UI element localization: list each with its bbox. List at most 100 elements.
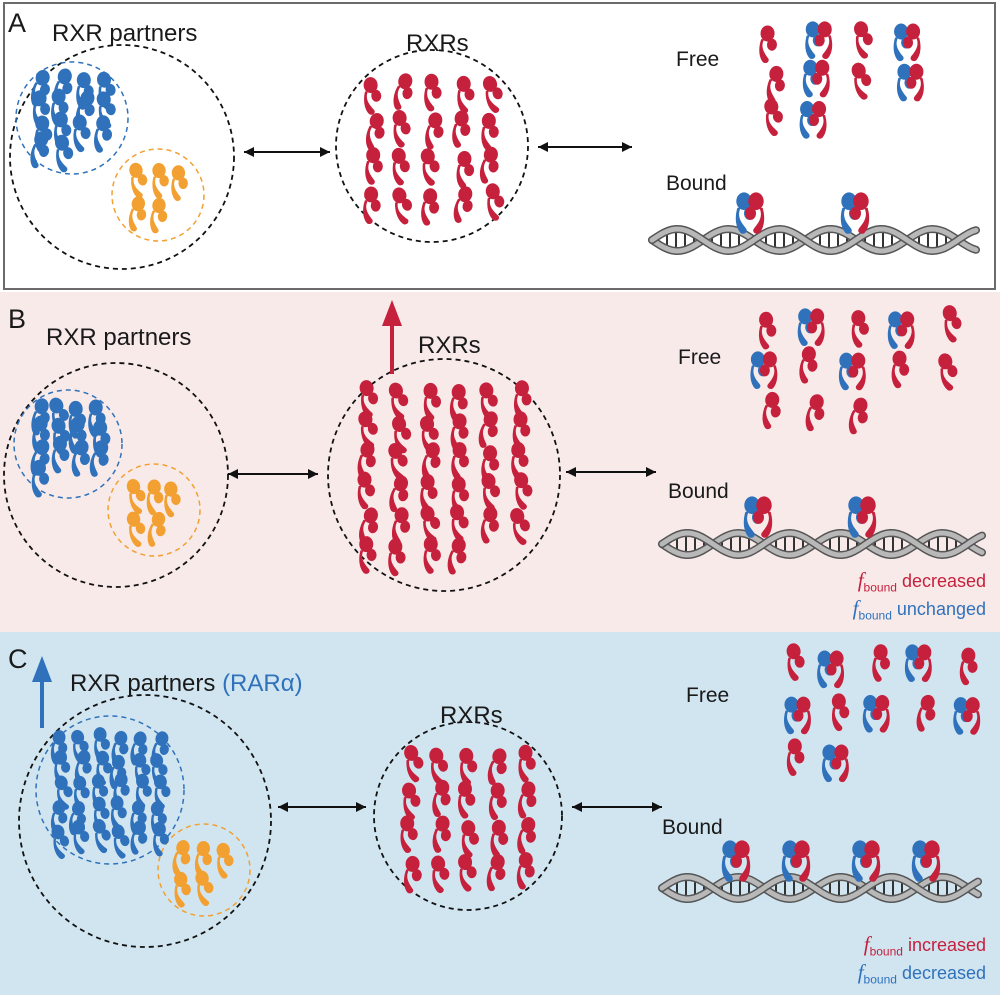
protein-monomer [89,440,109,477]
protein-monomer [130,800,147,835]
fbound-status-blue: fbound decreased [858,960,986,987]
rxr-pool-circle [335,49,529,243]
orange-partner-cluster [111,148,205,242]
panel-c: C RXR partners (RARα) RXRs Free Bound fb… [0,632,1000,995]
fbound-status-red: fbound decreased [858,568,986,595]
protein-monomer [420,148,440,186]
bound-heterodimer [735,192,765,234]
fbound-subscript: bound [858,608,892,623]
protein-monomer [51,435,70,474]
protein-monomer [393,73,413,110]
partners-label-text: RXR partners [70,670,216,697]
rxr-subunit [906,63,924,102]
protein-monomer [759,25,777,64]
protein-monomer [72,114,91,153]
protein-monomer [171,165,188,201]
bound-heterodimer [781,840,811,882]
protein-monomer [429,747,449,786]
partners-pool-circle [9,44,235,270]
heterodimer [750,351,778,390]
blue-partner-cluster [35,715,185,865]
panel-letter: B [8,304,27,334]
protein-monomer [110,795,127,831]
partners-label: RXR partners (RARα) [70,670,303,698]
protein-monomer [421,442,441,480]
protein-monomer [71,439,90,477]
protein-monomer [514,472,533,510]
protein-monomer [805,394,825,432]
protein-monomer [402,782,421,821]
partner-name: (RARα) [222,670,303,697]
exchange-arrow-left [278,802,366,812]
orange-partner-molecules [172,840,234,908]
rxr-subunit [962,697,981,735]
protein-monomer [854,21,873,59]
protein-monomer [126,511,146,547]
heterodimer [821,744,849,783]
protein-monomer [388,443,408,481]
orange-partner-cluster [107,463,201,557]
increase-arrow [382,300,402,374]
rxr-molecules [357,380,533,577]
protein-monomer [359,536,377,574]
protein-monomer [152,821,169,857]
protein-monomer [365,113,385,151]
panel-letter: A [8,8,27,38]
rxr-subunit [861,840,881,882]
protein-monomer [479,146,499,184]
protein-monomer [126,479,146,515]
bound-dimers [721,840,941,882]
rxr-subunit [791,840,811,882]
protein-monomer [424,73,442,112]
partners-label: RXR partners [52,20,198,47]
protein-monomer [363,77,382,115]
protein-monomer [432,815,451,853]
heterodimer [896,63,924,102]
protein-monomer [146,479,164,516]
rxr-subunit [831,744,849,783]
rxr-subunit [897,311,915,349]
protein-monomer [111,824,130,859]
rxr-subunit [731,840,751,882]
exchange-arrow-left [228,469,318,479]
orange-partner-cluster [157,823,251,917]
bound-label: Bound [668,480,729,503]
rxr-molecules [363,73,505,226]
rxr-subunit [872,695,890,733]
protein-monomer [172,840,191,876]
exchange-arrow-right [572,802,662,812]
dna-helix [648,224,980,256]
blue-partner-molecules [50,727,171,859]
rxr-subunit [921,840,941,882]
protein-monomer [786,738,805,776]
heterodimer [893,23,921,62]
dna-helix [658,872,982,904]
blue-partner-cluster [13,389,123,499]
free-label: Free [686,684,730,707]
rxr-subunit [857,496,877,538]
protein-monomer [764,98,783,137]
protein-monomer [485,183,505,221]
fbound-status-blue: fbound unchanged [853,596,986,623]
protein-monomer [357,471,376,510]
protein-monomer [799,346,818,384]
rxr-subunit [753,496,773,538]
exchange-arrow-right [566,467,656,477]
panel-c-background [0,632,1000,995]
protein-monomer [478,411,498,448]
orange-partner-molecules [126,479,181,547]
protein-monomer [851,62,872,100]
protein-monomer [431,855,450,894]
panel-letter: C [8,644,28,674]
bound-heterodimer [840,192,870,234]
protein-monomer [423,536,441,574]
bound-label: Bound [666,172,727,195]
protein-monomer [480,506,499,544]
protein-monomer [942,305,962,343]
protein-monomer [421,188,440,226]
protein-monomer [457,780,476,819]
heterodimer [805,21,833,59]
rxr-subunit [814,21,833,59]
protein-monomer [488,782,507,821]
protein-monomer [490,819,509,858]
